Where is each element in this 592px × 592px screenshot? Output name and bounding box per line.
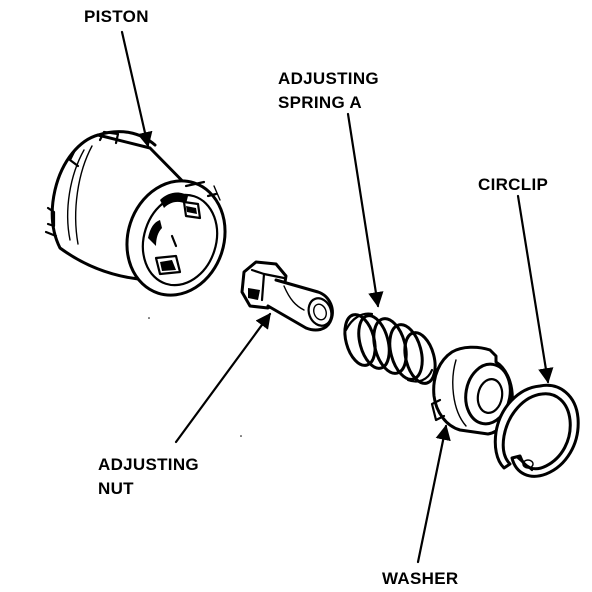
leader-lines (120, 30, 554, 564)
washer-leader (416, 424, 451, 564)
adjusting-spring-a-label-line1: ADJUSTING (278, 69, 379, 88)
adjusting-spring-a-leader (346, 112, 384, 308)
callout-labels: PISTON ADJUSTING SPRING A CIRCLIP ADJUST… (84, 7, 548, 588)
adjusting-nut-label-line2: NUT (98, 479, 134, 498)
adjusting-spring-a-label-line2: SPRING A (278, 93, 362, 112)
circlip-part (493, 383, 580, 478)
piston-label: PISTON (84, 7, 149, 26)
washer-part (430, 345, 514, 436)
circlip-leader (516, 194, 554, 384)
adjusting-spring-a-part (343, 312, 437, 385)
washer-label: WASHER (382, 569, 458, 588)
adjusting-nut-label-line1: ADJUSTING (98, 455, 199, 474)
piston-leader (120, 30, 153, 148)
scan-specks (148, 317, 242, 437)
circlip-label: CIRCLIP (478, 175, 548, 194)
adjusting-nut-leader (174, 312, 272, 444)
adjusting-nut-part (240, 260, 334, 332)
piston-part (44, 130, 227, 297)
